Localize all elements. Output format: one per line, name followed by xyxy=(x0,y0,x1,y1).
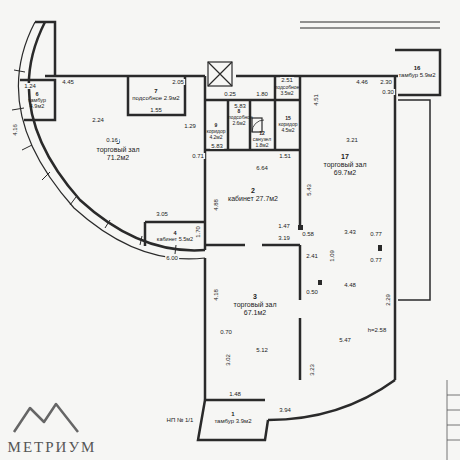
dimension-label: 1.24 xyxy=(23,83,37,89)
watermark: МЕТРИУМ xyxy=(7,440,98,455)
dimension-label: 6.64 xyxy=(255,165,269,171)
dimension-label: 4.48 xyxy=(343,282,357,288)
room-label: 6тамбур 4.9м2 xyxy=(21,91,53,110)
dimension-label: 6.00 xyxy=(165,255,179,261)
room-name: коридор 4.5м2 xyxy=(276,122,300,134)
dimension-label: 3.94 xyxy=(278,407,292,413)
room-number: 16 xyxy=(397,65,437,72)
dimension-label: 0.25 xyxy=(223,91,237,97)
room-label: 15коридор 4.5м2 xyxy=(276,116,300,133)
dimension-label: 4.18 xyxy=(213,288,219,302)
dimension-label: 1.09 xyxy=(329,249,335,263)
dimension-label: 0.58 xyxy=(301,231,315,237)
room-name: подсобное 2.9м2 xyxy=(131,95,181,102)
dimension-label: 3.19 xyxy=(277,235,291,241)
room-name: кабинет 27.7м2 xyxy=(227,195,279,203)
room-label: 16тамбур 5.9м2 xyxy=(397,65,437,79)
dimension-label: 4.88 xyxy=(213,198,219,212)
dimension-label: 1.47 xyxy=(277,223,291,229)
dimension-label: 1.70 xyxy=(195,225,201,239)
room-number: 6 xyxy=(21,91,53,97)
dimension-label: 5.47 xyxy=(338,337,352,343)
dimension-label: 2.24 xyxy=(91,117,105,123)
room-name: кабинет 5.5м2 xyxy=(156,236,194,242)
dimension-label: 2.51 xyxy=(280,77,294,83)
room-label: 4кабинет 5.5м2 xyxy=(156,230,194,243)
dimension-label: 1.48 xyxy=(228,391,242,397)
room-name: санузел 1.8м2 xyxy=(251,137,273,149)
dimension-label: 0.77 xyxy=(369,231,383,237)
dimension-label: 5.12 xyxy=(255,347,269,353)
room-name: тамбур 3.9м2 xyxy=(213,418,253,425)
room-name: тамбур 4.9м2 xyxy=(21,97,53,110)
dimension-label: 5.83 xyxy=(210,143,224,149)
dimension-label: 1.55 xyxy=(149,107,163,113)
dimension-label: 4.51 xyxy=(313,93,319,107)
dimension-label: 0.30 xyxy=(381,89,395,95)
room-label: 2кабинет 27.7м2 xyxy=(227,187,279,203)
dimension-label: 2.41 xyxy=(305,253,319,259)
room-name: подсобное 2.6м2 xyxy=(228,115,250,127)
room-label: 1тамбур 3.9м2 xyxy=(213,411,253,425)
room-label: 9коридор 4.2м2 xyxy=(205,123,227,140)
dimension-label: 0.16 xyxy=(105,137,119,143)
room-number: 7 xyxy=(131,88,181,95)
room-name: торговый зал 71.2м2 xyxy=(86,146,150,162)
room-name: подсобное 3.5м2 xyxy=(274,85,300,97)
dimension-label: h=2.58 xyxy=(367,327,388,333)
room-label: 8подсобное 2.6м2 xyxy=(228,109,250,126)
room-label: 3торговый зал 67.1м2 xyxy=(226,293,284,317)
dimension-label: 3.02 xyxy=(225,353,231,367)
room-number: 1 xyxy=(213,411,253,418)
room-name: торговый зал 69.7м2 xyxy=(314,161,376,177)
dimension-label: 3.05 xyxy=(155,211,169,217)
room-name: тамбур 5.9м2 xyxy=(397,72,437,79)
dimension-label: 2.30 xyxy=(379,79,393,85)
room-label: 7подсобное 2.9м2 xyxy=(131,88,181,102)
dimension-label: 3.43 xyxy=(343,229,357,235)
dimension-label: 1.29 xyxy=(183,123,197,129)
dimension-label: 5.43 xyxy=(306,183,312,197)
dimension-label: 4.46 xyxy=(355,79,369,85)
dimension-label: 3.21 xyxy=(345,137,359,143)
dimension-label: 0.70 xyxy=(219,329,233,335)
dimension-label: 2.05 xyxy=(171,79,185,85)
room-number: 3 xyxy=(226,293,284,301)
room-number: 4 xyxy=(156,230,194,236)
dimension-label: 0.71 xyxy=(191,153,205,159)
room-label: 12санузел 1.8м2 xyxy=(251,131,273,148)
dimension-label: 3.23 xyxy=(309,363,315,377)
dimension-label: 2.29 xyxy=(385,293,391,307)
dimension-label: 1.51 xyxy=(278,153,292,159)
room-label: 17торговый зал 69.7м2 xyxy=(314,153,376,177)
room-name: коридор 4.2м2 xyxy=(205,129,227,141)
dimension-label: 1.80 xyxy=(255,91,269,97)
dimension-label: 0.77 xyxy=(369,257,383,263)
room-number: 17 xyxy=(314,153,376,161)
dimension-label: 0.50 xyxy=(305,289,319,295)
room-number: 2 xyxy=(227,187,279,195)
dimension-label: 5.83 xyxy=(233,103,247,109)
room-name: торговый зал 67.1м2 xyxy=(226,301,284,317)
dimension-label: 4.45 xyxy=(61,79,75,85)
dimension-label: 4.16 xyxy=(12,123,18,137)
dimension-label: НП № 1/1 xyxy=(166,417,195,423)
